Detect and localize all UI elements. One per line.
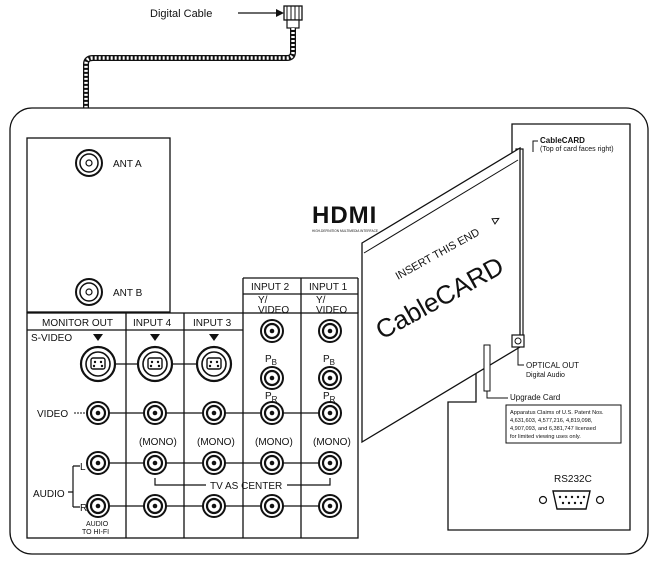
s-video-label: S-VIDEO bbox=[31, 333, 72, 344]
input3-audio-l-jack[interactable] bbox=[201, 450, 227, 476]
ant-a-label: ANT A bbox=[113, 159, 142, 170]
upgrade-card-label: Upgrade Card bbox=[510, 393, 560, 402]
input1-pb-label: PB bbox=[323, 354, 335, 367]
input2-header: INPUT 2 bbox=[251, 282, 290, 293]
tv-as-center-label: TV AS CENTER bbox=[210, 481, 282, 492]
input1-y-video-label-line2: VIDEO bbox=[316, 305, 347, 316]
ant-b-jack[interactable] bbox=[75, 278, 103, 306]
rs232c-port[interactable] bbox=[538, 490, 605, 510]
hdmi-logo: HDMI HIGH-DEFINITION MULTIMEDIA INTERFAC… bbox=[312, 202, 378, 233]
input3-header: INPUT 3 bbox=[193, 318, 232, 329]
monitor-out-s-video-jack[interactable] bbox=[79, 345, 117, 383]
input-panel bbox=[26, 277, 359, 539]
input4-mono-label: (MONO) bbox=[139, 437, 177, 448]
digital-cable-label: Digital Cable bbox=[150, 8, 212, 20]
optical-out-label: OPTICAL OUT bbox=[526, 361, 579, 370]
input2-y-video-jack[interactable] bbox=[259, 318, 285, 344]
input4-audio-l-jack[interactable] bbox=[142, 450, 168, 476]
arrow-right-icon bbox=[238, 9, 284, 17]
monitor-out-audio-r-jack[interactable] bbox=[85, 493, 111, 519]
input1-pr-jack[interactable] bbox=[317, 400, 343, 426]
input3-audio-r-jack[interactable] bbox=[201, 493, 227, 519]
upgrade-card-slot bbox=[483, 344, 491, 392]
patent-box bbox=[505, 404, 622, 444]
input2-mono-label: (MONO) bbox=[255, 437, 293, 448]
monitor-out-video-jack[interactable] bbox=[85, 400, 111, 426]
svg-text:HDMI: HDMI bbox=[312, 202, 377, 229]
audio-to-hifi-line1: AUDIO bbox=[86, 521, 109, 528]
ant-b-label: ANT B bbox=[113, 288, 143, 299]
input3-s-video-jack[interactable] bbox=[195, 345, 233, 383]
input2-pr-jack[interactable] bbox=[259, 400, 285, 426]
input2-audio-l-jack[interactable] bbox=[259, 450, 285, 476]
cable-connector-icon bbox=[283, 5, 303, 29]
audio-r-label: R bbox=[80, 503, 87, 514]
input2-pb-jack[interactable] bbox=[259, 365, 285, 391]
digital-cable bbox=[83, 28, 296, 116]
input4-audio-r-jack[interactable] bbox=[142, 493, 168, 519]
input2-pb-label: PB bbox=[265, 354, 277, 367]
audio-label: AUDIO bbox=[33, 489, 65, 500]
patent-line-3: 4,907,093, and 6,381,747 licensed bbox=[510, 426, 596, 432]
audio-l-label: L bbox=[80, 462, 86, 473]
input3-video-jack[interactable] bbox=[201, 400, 227, 426]
monitor-out-header: MONITOR OUT bbox=[42, 318, 113, 329]
input1-mono-label: (MONO) bbox=[313, 437, 351, 448]
patent-line-2: 4,631,603, 4,577,216, 4,819,098, bbox=[510, 418, 593, 424]
input1-pb-jack[interactable] bbox=[317, 365, 343, 391]
input1-y-video-jack[interactable] bbox=[317, 318, 343, 344]
input4-s-video-jack[interactable] bbox=[136, 345, 174, 383]
monitor-out-triangle-icon bbox=[93, 334, 103, 341]
input1-header: INPUT 1 bbox=[309, 282, 348, 293]
input3-triangle-icon bbox=[209, 334, 219, 341]
video-label: VIDEO bbox=[37, 409, 68, 420]
cablecard-subtitle: (Top of card faces right) bbox=[540, 146, 614, 153]
patent-line-4: for limited viewing uses only. bbox=[510, 434, 581, 440]
input1-audio-r-jack[interactable] bbox=[317, 493, 343, 519]
input4-header: INPUT 4 bbox=[133, 318, 172, 329]
input1-pr-label: PR bbox=[323, 391, 336, 404]
input1-audio-l-jack[interactable] bbox=[317, 450, 343, 476]
cablecard-title: CableCARD bbox=[540, 136, 585, 145]
digital-audio-label: Digital Audio bbox=[526, 372, 565, 379]
input2-pr-label: PR bbox=[265, 391, 278, 404]
input4-triangle-icon bbox=[150, 334, 160, 341]
input2-y-video-label-line1: Y/ bbox=[258, 295, 268, 306]
svg-text:HIGH-DEFINITION MULTIMEDIA INT: HIGH-DEFINITION MULTIMEDIA INTERFACE bbox=[312, 229, 378, 233]
patent-line-1: Apparatus Claims of U.S. Patent Nos. bbox=[510, 410, 604, 416]
input2-audio-r-jack[interactable] bbox=[259, 493, 285, 519]
input2-y-video-label-line2: VIDEO bbox=[258, 305, 289, 316]
cablecard: INSERT THIS END CableCARD bbox=[361, 146, 521, 444]
monitor-out-audio-l-jack[interactable] bbox=[85, 450, 111, 476]
rs232c-label: RS232C bbox=[554, 474, 592, 485]
audio-to-hifi-line2: TO HI-FI bbox=[82, 529, 109, 536]
input1-y-video-label-line1: Y/ bbox=[316, 295, 326, 306]
input3-mono-label: (MONO) bbox=[197, 437, 235, 448]
ant-a-jack[interactable] bbox=[75, 149, 103, 177]
input4-video-jack[interactable] bbox=[142, 400, 168, 426]
